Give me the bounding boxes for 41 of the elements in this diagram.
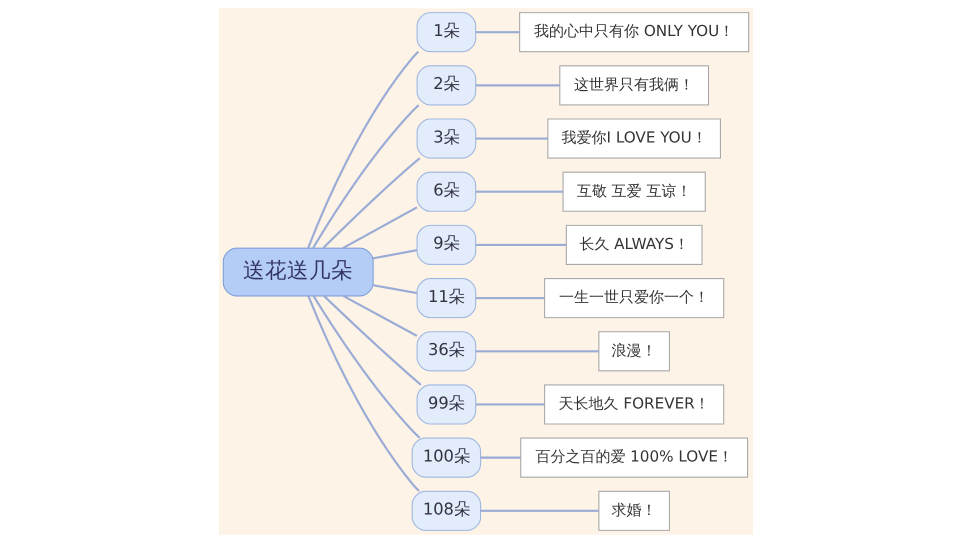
connector [476,244,566,246]
connector [322,295,422,386]
node-box: 这世界只有我俩！ [558,65,709,106]
connector [476,403,544,406]
connector [312,104,419,249]
connector [476,137,548,140]
connector [476,350,598,352]
connector [372,284,417,294]
node-box: 1朵 [416,12,476,52]
connector [322,157,420,249]
connector [306,296,420,492]
node-box: 一生一世只爱你一个！ [544,278,724,318]
node-box: 3朵 [416,118,476,159]
node-box: 我的心中只有你 ONLY YOU！ [518,12,749,52]
node-box: 11朵 [416,278,476,318]
node-box: 送花送几朵 [222,248,374,296]
node-box: 百分之百的爱 100% LOVE！ [520,438,748,478]
node-box: 求婚！ [598,490,670,531]
node-box: 2朵 [416,65,476,106]
connector [480,456,520,459]
node-box: 36朵 [416,331,476,372]
connector [312,296,420,439]
connector [342,206,418,250]
node-box: 6朵 [416,172,476,212]
connector [372,249,417,260]
node-box: 100朵 [411,438,481,478]
connector [476,31,519,34]
node-box: 9朵 [416,224,476,265]
node-box: 天长地久 FOREVER！ [544,384,724,425]
node-box: 浪漫！ [598,331,670,372]
connector [342,295,417,337]
connector [476,84,560,86]
node-box: 99朵 [416,384,476,425]
node-box: 互敬 互爱 互谅！ [562,172,706,212]
connector [480,510,598,512]
connector [306,50,419,248]
connector [476,190,562,193]
node-box: 108朵 [411,490,481,531]
node-box: 长久 ALWAYS！ [565,224,702,265]
connector [476,297,544,300]
node-box: 我爱你I LOVE YOU！ [546,118,720,159]
